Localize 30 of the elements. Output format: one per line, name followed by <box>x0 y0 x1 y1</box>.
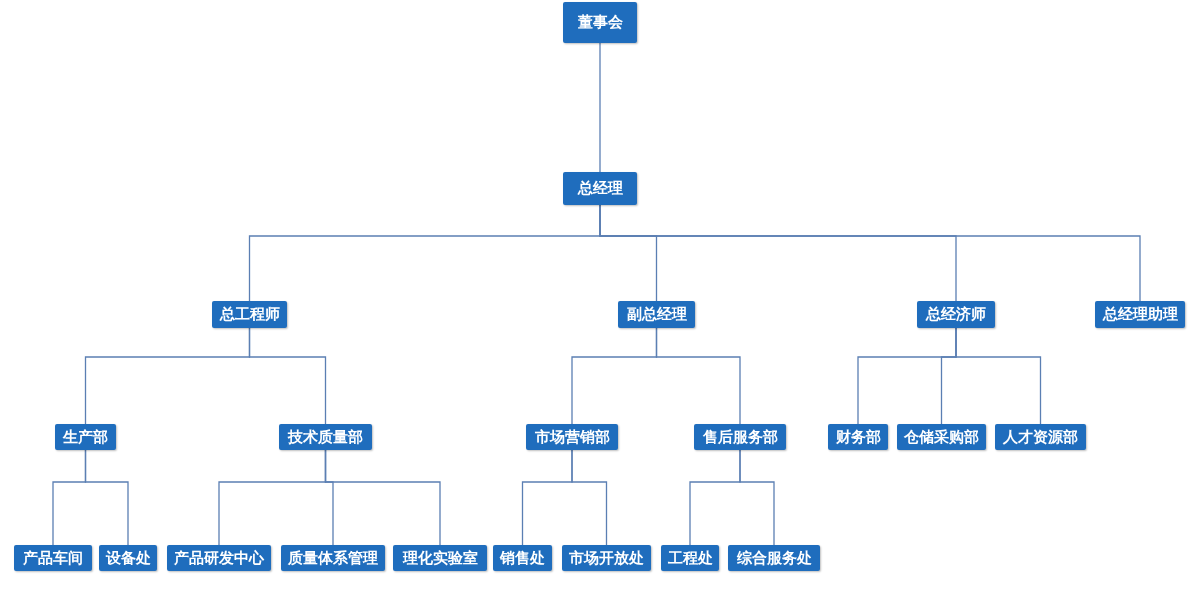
connector-line <box>655 327 741 425</box>
org-box: 销售处 <box>493 545 552 571</box>
org-box: 综合服务处 <box>728 545 820 571</box>
connector-line <box>84 449 129 546</box>
org-box: 人才资源部 <box>995 424 1086 450</box>
org-box: 财务部 <box>828 424 888 450</box>
connector-line <box>739 449 775 546</box>
org-box: 售后服务部 <box>694 424 786 450</box>
org-box: 质量体系管理 <box>281 545 385 571</box>
org-box: 总工程师 <box>212 301 287 328</box>
org-box: 产品车间 <box>14 545 92 571</box>
connector-line <box>571 449 608 546</box>
org-box: 仓储采购部 <box>897 424 986 450</box>
org-box: 董事会 <box>563 2 637 43</box>
org-box: 设备处 <box>99 545 157 571</box>
org-box: 总经理 <box>563 172 637 205</box>
connector-line <box>324 449 441 546</box>
org-box: 技术质量部 <box>279 424 372 450</box>
connector-line <box>248 327 327 425</box>
org-box: 市场开放处 <box>562 545 651 571</box>
connector-line <box>955 327 1042 425</box>
org-box: 市场营销部 <box>526 424 618 450</box>
connector-line <box>599 42 601 173</box>
org-box: 总经理助理 <box>1095 301 1185 328</box>
org-box: 生产部 <box>55 424 116 450</box>
org-box: 副总经理 <box>618 301 695 328</box>
org-box: 工程处 <box>661 545 719 571</box>
org-box: 总经济师 <box>917 301 995 328</box>
org-box: 产品研发中心 <box>167 545 271 571</box>
org-box: 理化实验室 <box>393 545 487 571</box>
